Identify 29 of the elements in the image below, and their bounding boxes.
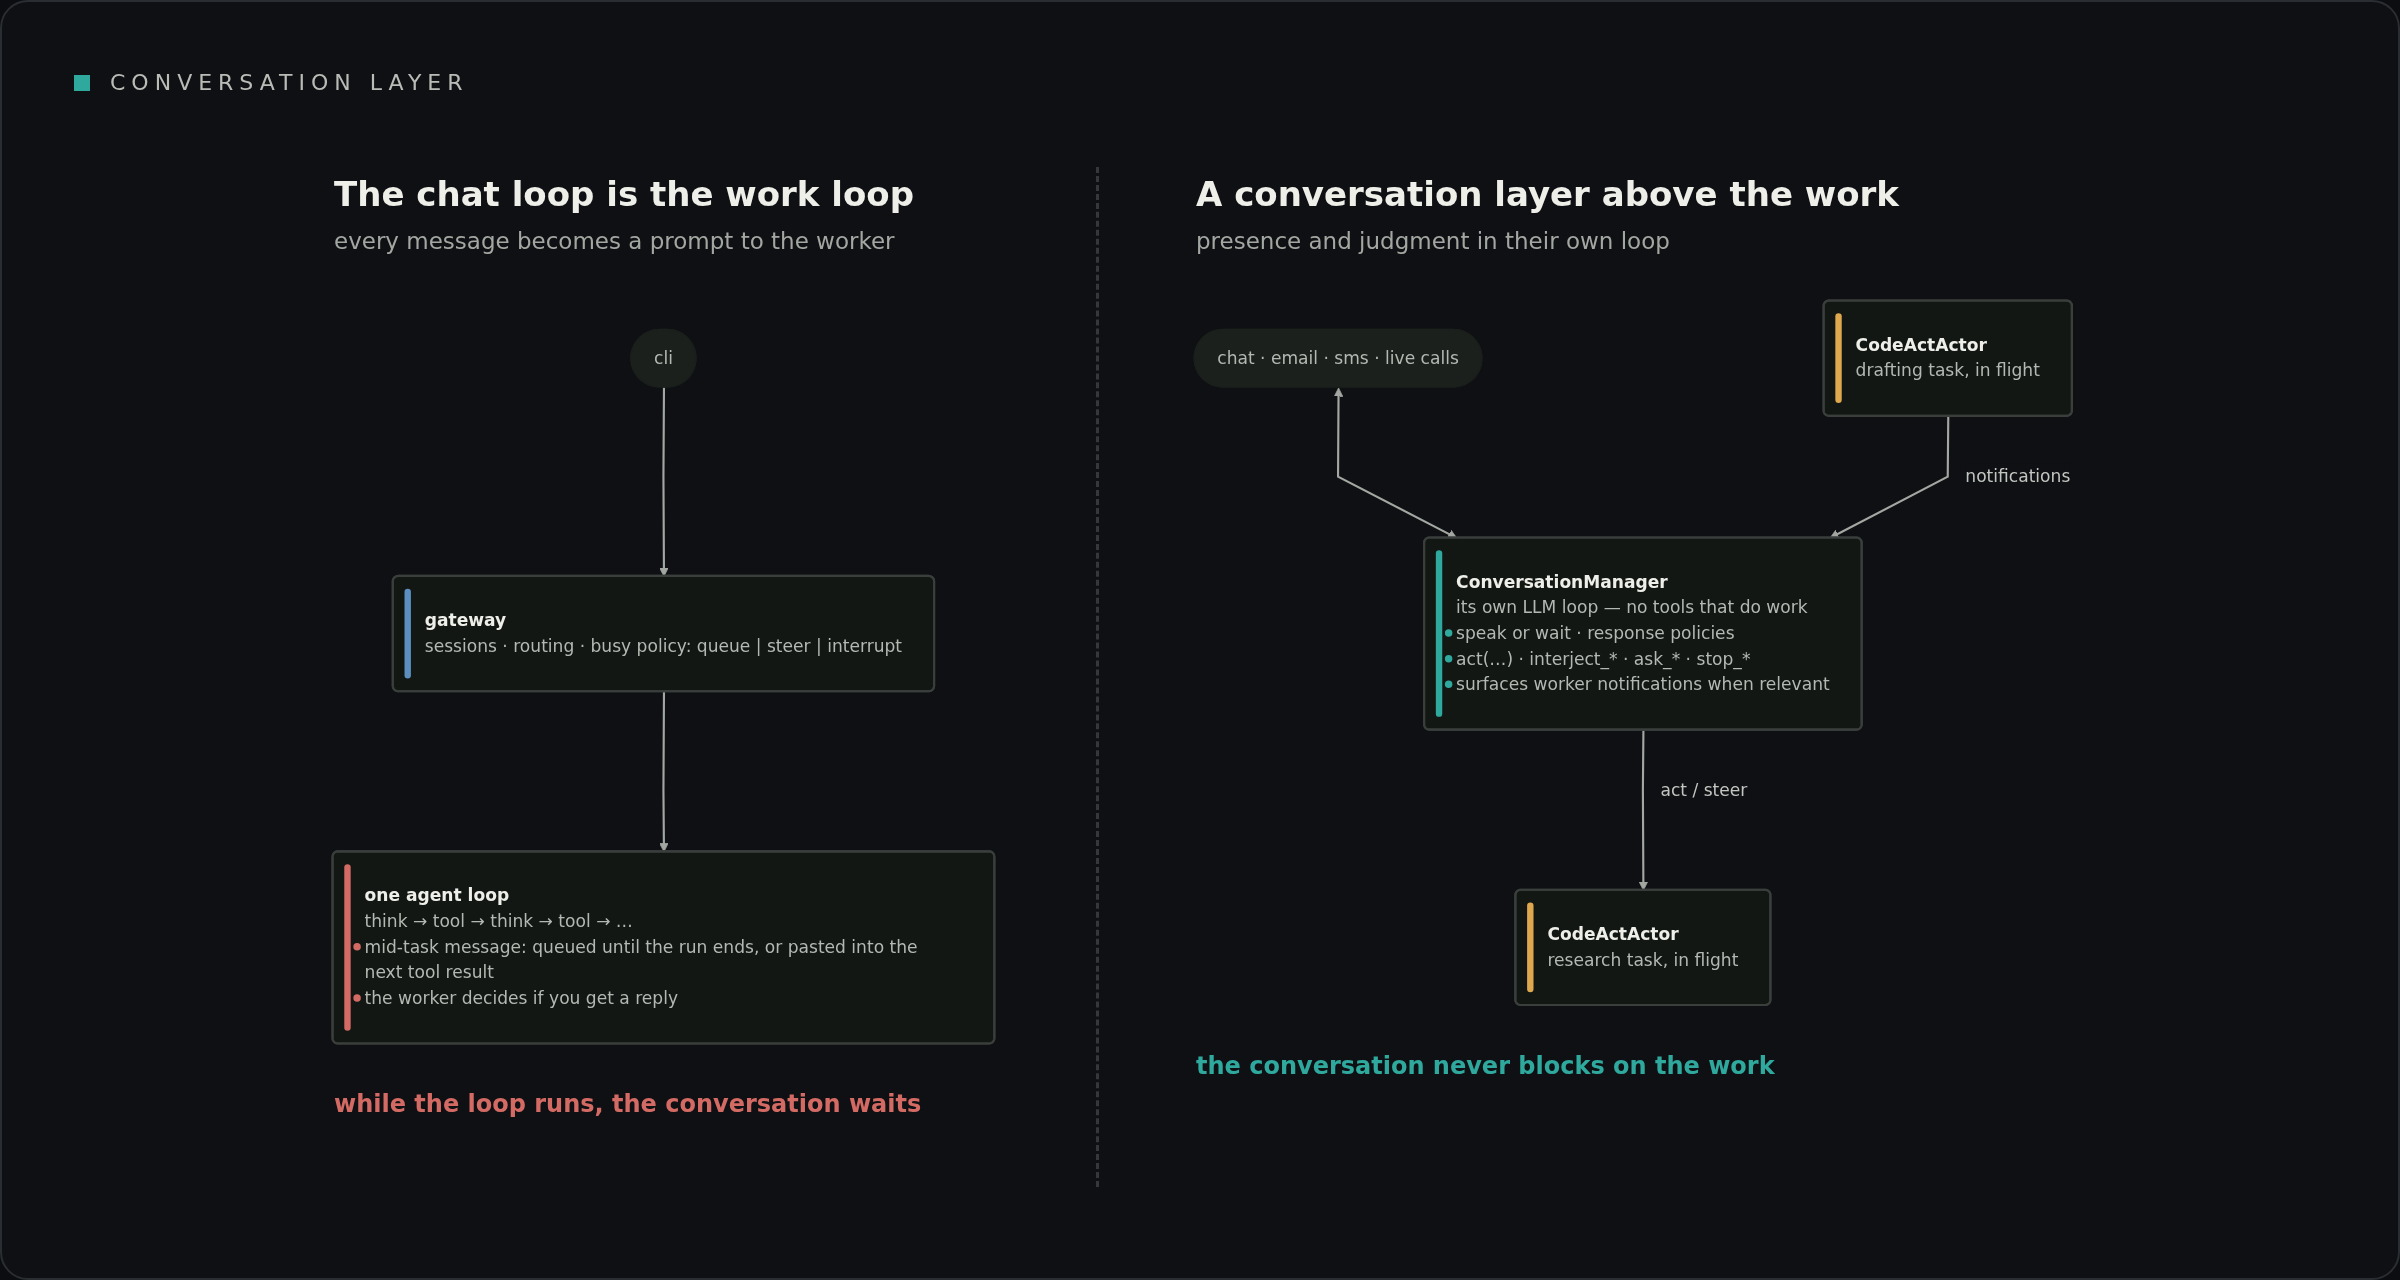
process-box (331, 850, 996, 1045)
node-text: gateway sessions · routing · busy policy: queue | steer | interrupt (424, 609, 902, 658)
channel-pill (630, 328, 697, 388)
node-label: surfaces worker notifications when relevant (1455, 674, 1830, 695)
node-label: the worker decides if you get a reply (364, 987, 678, 1009)
note-text: while the loop runs, the conversation waits (334, 1090, 922, 1118)
node-text: cli (653, 346, 673, 370)
node-label: act(…) · interject_* · ask_* · stop_* (1455, 648, 1751, 669)
node-text: chat · email · sms · live calls (1217, 346, 1459, 370)
heading-text: The chat loop is the work loop (334, 174, 914, 214)
process-box (1822, 299, 2073, 417)
node-label: one agent loop (364, 885, 509, 906)
node-text: one agent loop think → tool → think → tool → … mid-task message: queued until the run ends, or pasted into the next tool result the worker decides if you get a reply (364, 884, 919, 1011)
heading-text: A conversation layer above the work (1196, 174, 1899, 214)
subheading-text: presence and judgment in their own loop (1196, 228, 1670, 254)
title-text: CONVERSATION LAYER (110, 70, 469, 95)
channel-pill (1193, 328, 1483, 388)
node-text: CodeActActor drafting task, in flight (1855, 333, 2040, 383)
node-label: speak or wait · response policies (1455, 622, 1735, 644)
node-text: CodeActActor research task, in flight (1547, 922, 1739, 972)
process-box (391, 574, 935, 693)
node-label: ConversationManager (1455, 571, 1668, 592)
process-box (1422, 536, 1863, 731)
node-label: its own LLM loop — no tools that do work (1455, 597, 1808, 618)
subheading-text: every message becomes a prompt to the worker (334, 228, 895, 254)
process-box (1514, 888, 1772, 1007)
node-text: ConversationManager its own LLM loop — no tools that do work speak or wait · response policies act(…) · interject_* · ask_* · stop_* surfaces worker notifications when relevant (1455, 570, 1830, 697)
note-text: the conversation never blocks on the work (1196, 1052, 1775, 1080)
node-label: think → tool → think → tool → … (364, 911, 633, 932)
